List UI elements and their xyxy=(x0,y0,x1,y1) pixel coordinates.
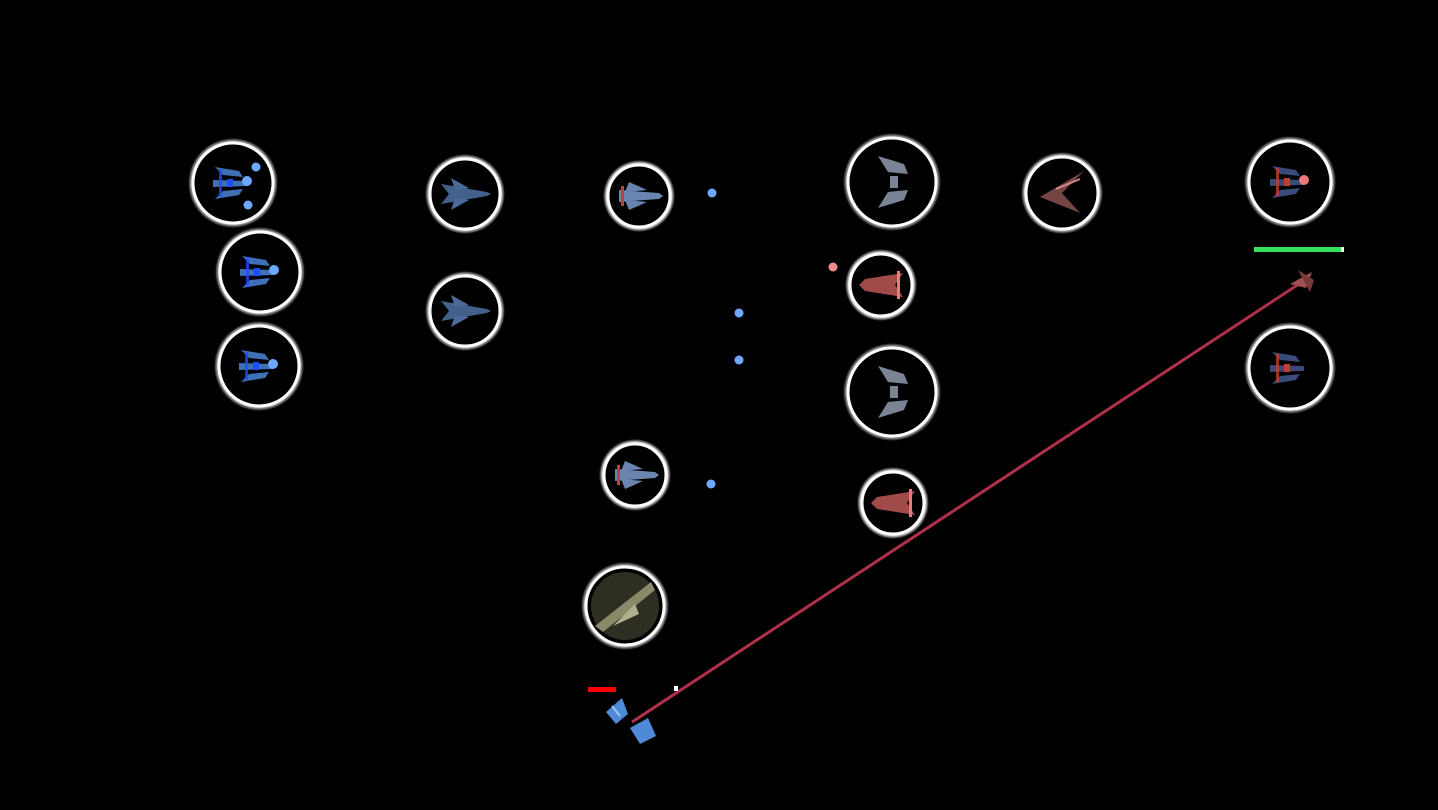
allied-projectile xyxy=(734,308,744,318)
allied-projectile xyxy=(707,188,717,198)
allied-projectile xyxy=(734,355,744,365)
targeting-beam xyxy=(631,280,1303,724)
enemy-bomber-formation[interactable] xyxy=(1244,322,1336,414)
allied-projectile xyxy=(251,162,261,172)
allied-bomber-formation[interactable] xyxy=(214,321,304,411)
enemy-twin-wing[interactable] xyxy=(843,343,941,441)
player-health-bar xyxy=(588,687,616,692)
enemy-scout[interactable] xyxy=(1290,270,1314,292)
allied-projectile xyxy=(243,200,253,210)
enemy-raider[interactable] xyxy=(857,467,929,539)
allied-bomber-formation[interactable] xyxy=(215,227,305,317)
enemy-raider[interactable] xyxy=(845,249,917,321)
enemy-health-bar xyxy=(1254,247,1342,252)
enemy-projectile xyxy=(828,262,838,272)
player-squadron[interactable] xyxy=(606,698,656,744)
allied-fighter[interactable] xyxy=(599,439,671,511)
allied-interceptor[interactable] xyxy=(425,154,505,234)
allied-cruiser[interactable] xyxy=(581,562,669,650)
allied-fighter[interactable] xyxy=(603,160,675,232)
allied-interceptor[interactable] xyxy=(425,271,505,351)
enemy-bomber-formation[interactable] xyxy=(1244,136,1336,228)
allied-projectile xyxy=(706,479,716,489)
enemy-destroyer[interactable] xyxy=(1021,152,1103,234)
allied-bomber-formation[interactable] xyxy=(188,138,278,228)
waypoint-marker xyxy=(674,686,678,691)
enemy-twin-wing[interactable] xyxy=(843,133,941,231)
